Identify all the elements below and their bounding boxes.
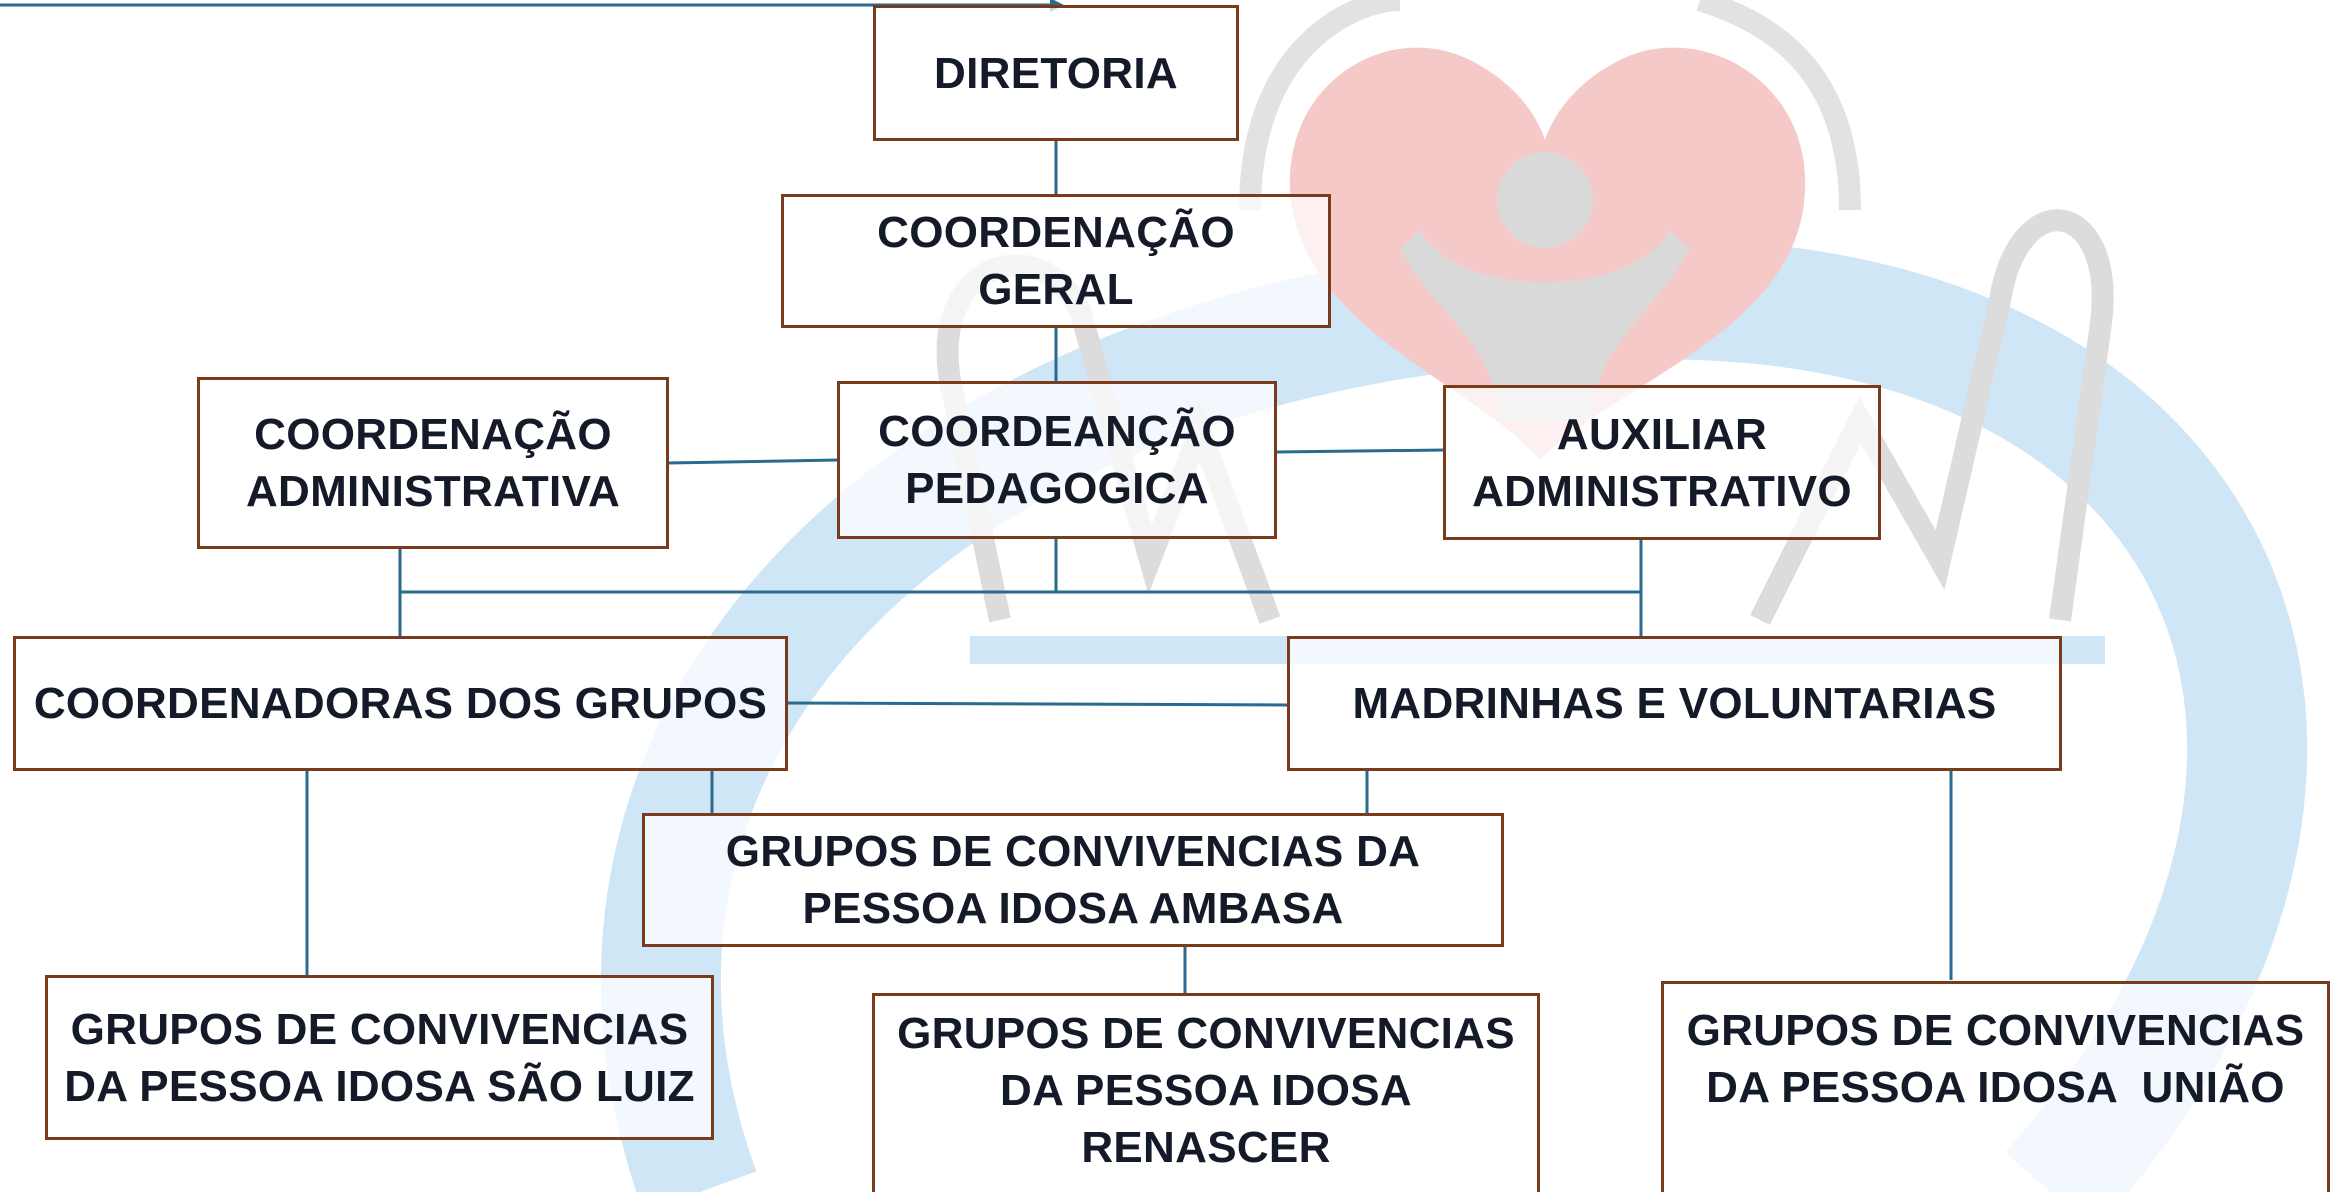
node-madrinhas-voluntarias-label: MADRINHAS E VOLUNTARIAS (1352, 679, 1997, 728)
node-grupo-uniao-label: GRUPOS DE CONVIVENCIAS DA PESSOA IDOSA U… (1686, 1005, 2317, 1112)
node-auxiliar-administrativo: AUXILIAR ADMINISTRATIVO (1443, 385, 1881, 540)
connector-administrativa-pedagogica (667, 458, 839, 465)
node-coordenacao-geral-label: COORDENAÇÃO GERAL (877, 208, 1235, 314)
node-grupo-ambasa-label: GRUPOS DE CONVIVENCIAS DA PESSOA IDOSA A… (725, 827, 1421, 933)
node-coordenadoras-grupos: COORDENADORAS DOS GRUPOS (13, 636, 788, 771)
node-coordenacao-geral: COORDENAÇÃO GERAL (781, 194, 1331, 328)
node-diretoria-label: DIRETORIA (934, 48, 1178, 98)
figure-head-icon (1497, 152, 1593, 248)
node-grupo-renascer-label: GRUPOS DE CONVIVENCIAS DA PESSOA IDOSA R… (897, 1009, 1515, 1172)
connector-pedagogica-auxiliar (1275, 448, 1446, 454)
node-coordenacao-pedagogica-label: COORDEANÇÃO PEDAGOGICA (878, 407, 1236, 513)
heart-icon (1289, 47, 1806, 461)
node-coordenacao-administrativa-label: COORDENAÇÃO ADMINISTRATIVA (245, 410, 621, 516)
node-grupo-sao-luiz: GRUPOS DE CONVIVENCIAS DA PESSOA IDOSA S… (45, 975, 714, 1140)
node-grupo-uniao: GRUPOS DE CONVIVENCIAS DA PESSOA IDOSA U… (1661, 981, 2330, 1192)
node-auxiliar-administrativo-label: AUXILIAR ADMINISTRATIVO (1472, 409, 1852, 516)
node-madrinhas-voluntarias: MADRINHAS E VOLUNTARIAS (1287, 636, 2062, 771)
node-coordenadoras-grupos-label: COORDENADORAS DOS GRUPOS (33, 679, 768, 728)
node-diretoria: DIRETORIA (873, 5, 1239, 141)
node-coordenacao-pedagogica: COORDEANÇÃO PEDAGOGICA (837, 381, 1277, 539)
node-coordenacao-administrativa: COORDENAÇÃO ADMINISTRATIVA (197, 377, 669, 549)
connector-coordenadoras-madrinhas (786, 701, 1289, 707)
node-grupo-ambasa: GRUPOS DE CONVIVENCIAS DA PESSOA IDOSA A… (642, 813, 1504, 947)
figure-body-icon (1400, 230, 1690, 420)
node-grupo-sao-luiz-label: GRUPOS DE CONVIVENCIAS DA PESSOA IDOSA S… (64, 1004, 695, 1111)
figure-outline-arch-icon (1239, 0, 1861, 211)
figure-outline-right-icon (1750, 209, 2114, 625)
node-grupo-renascer: GRUPOS DE CONVIVENCIAS DA PESSOA IDOSA R… (872, 993, 1540, 1192)
